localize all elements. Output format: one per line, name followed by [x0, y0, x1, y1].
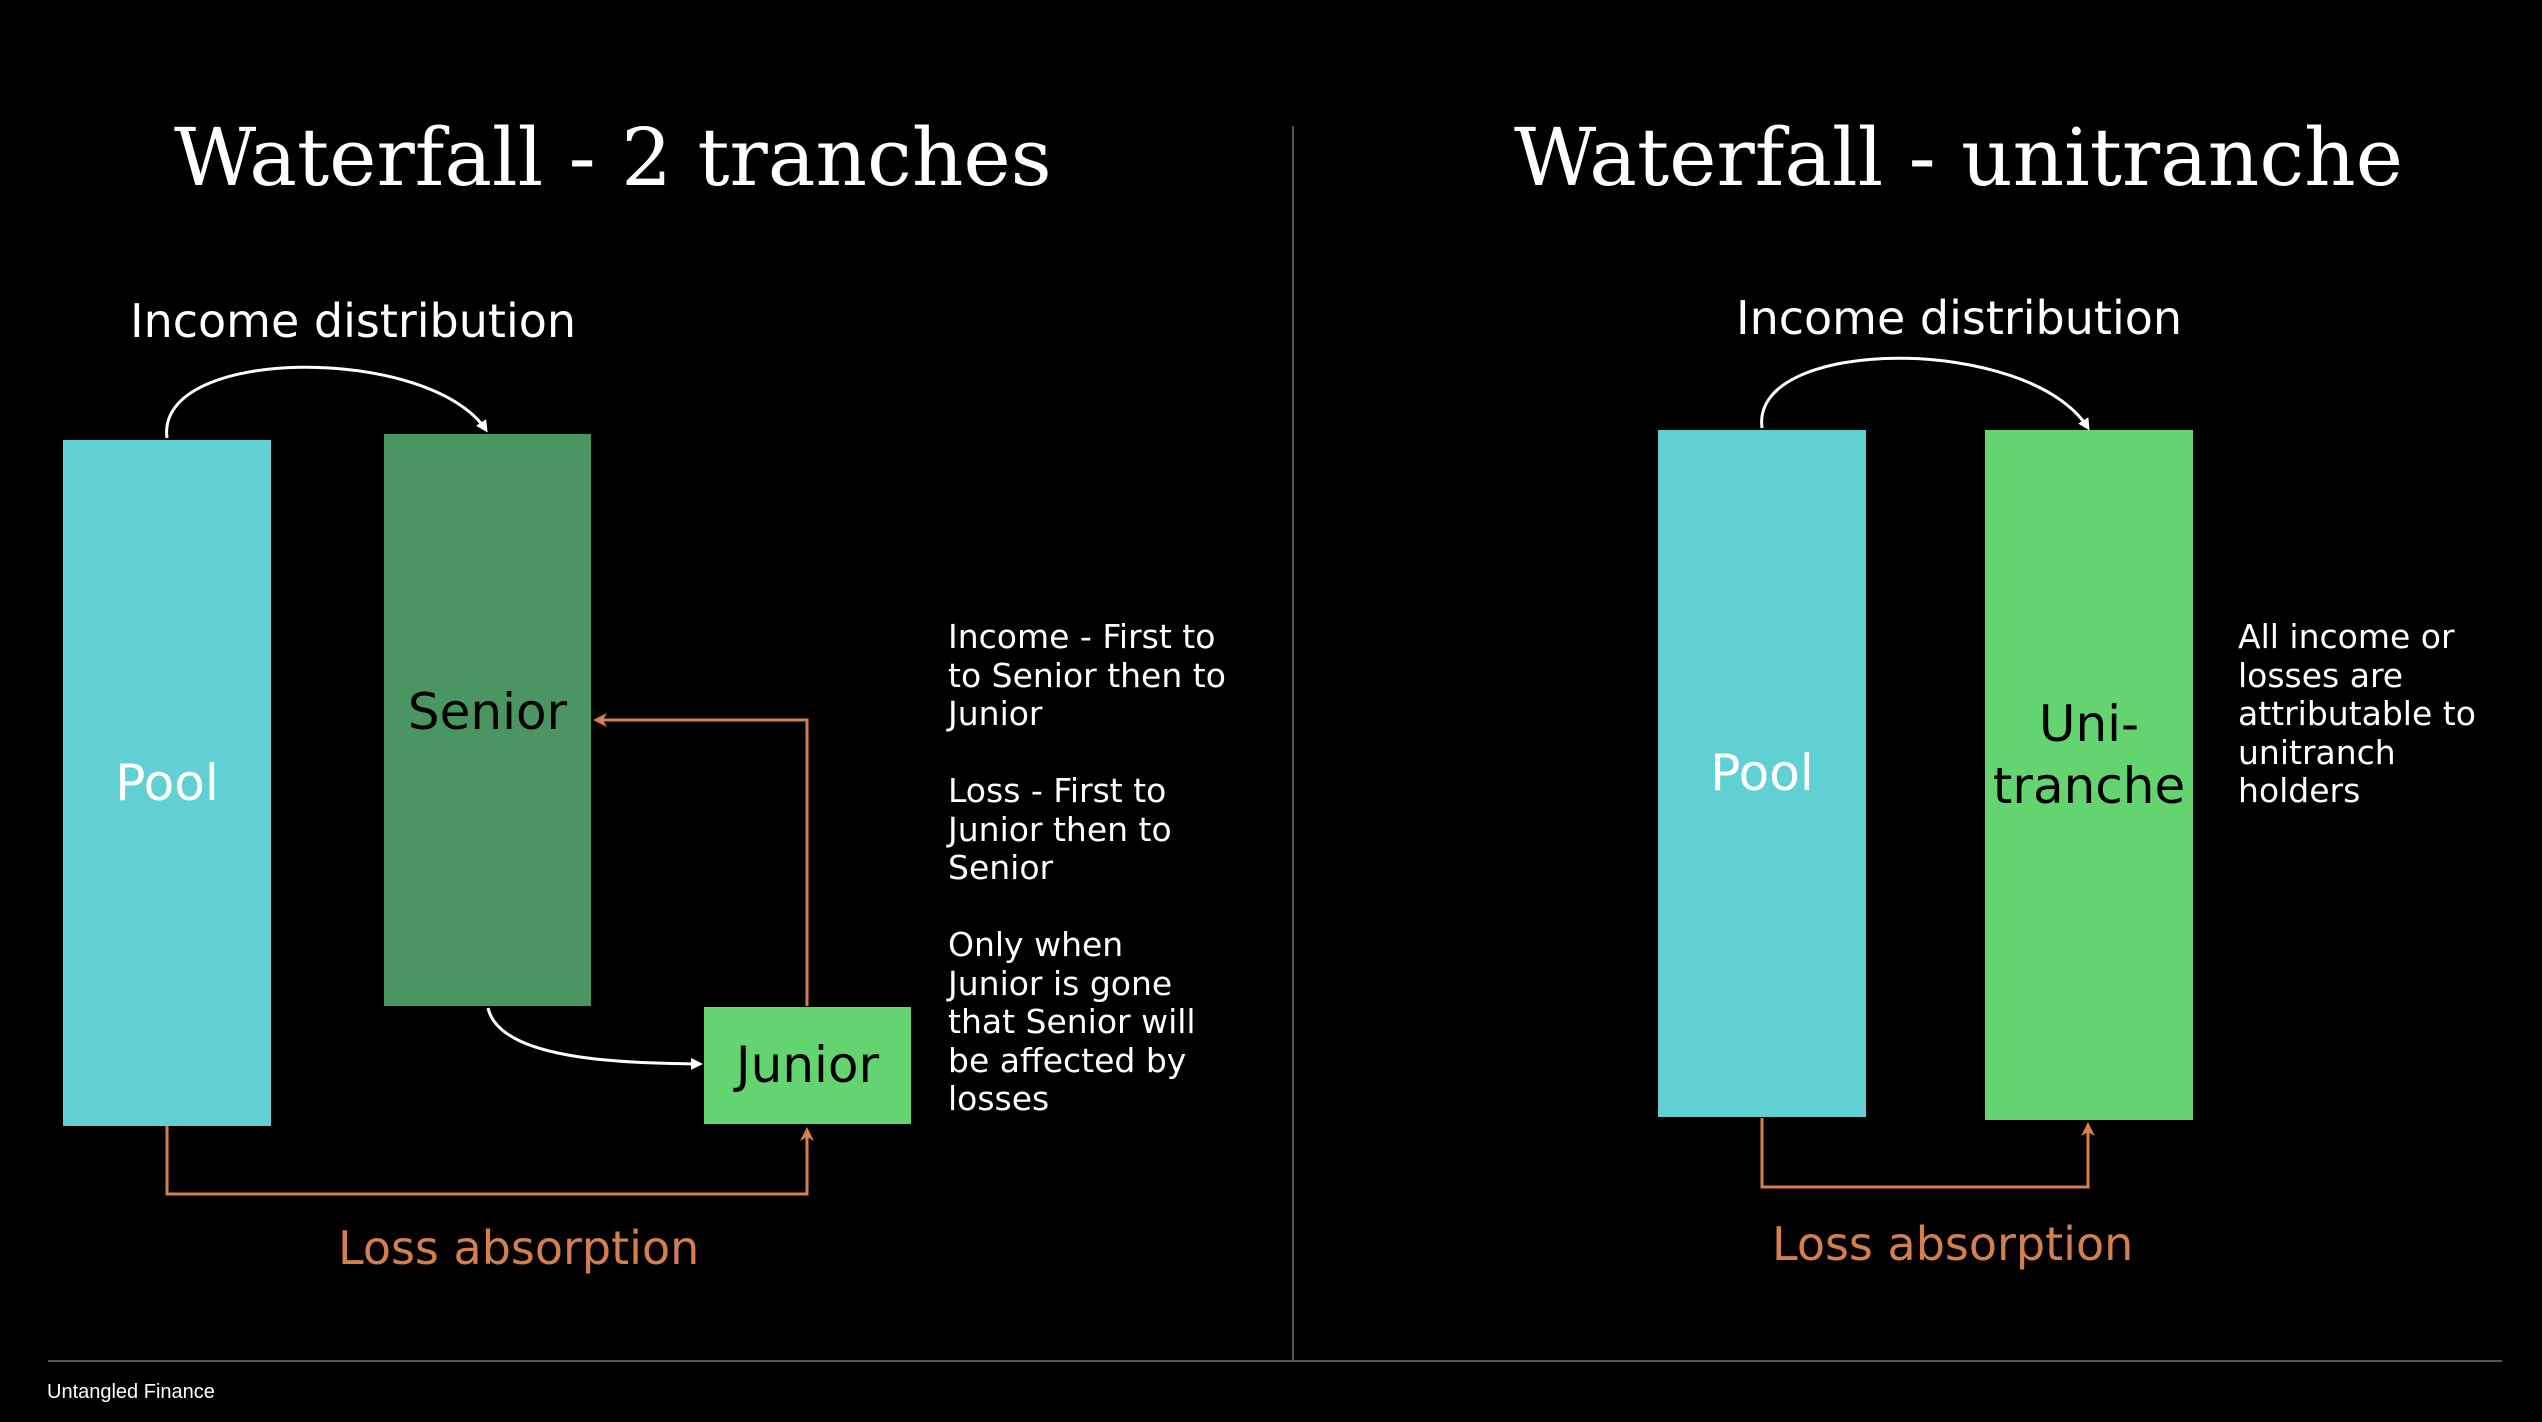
left-income-arrow: [165, 365, 488, 439]
left-title: Waterfall - 2 tranches: [174, 111, 1052, 204]
footer-divider: [48, 1360, 2502, 1362]
right-pool-box: Pool: [1658, 430, 1866, 1117]
senior-to-junior-arrow: [486, 1007, 703, 1070]
right-waterfall-note: All income or losses are attributable to…: [2238, 617, 2476, 810]
junior-tranche-box: Junior: [704, 1007, 911, 1124]
unitranche-label: Uni- tranche: [1992, 694, 2186, 816]
right-pool-label: Pool: [1710, 744, 1814, 803]
senior-label: Senior: [407, 682, 568, 741]
right-income-distribution-label: Income distribution: [1736, 291, 2183, 345]
left-pool-label: Pool: [115, 753, 219, 812]
right-income-arrow: [1760, 356, 2090, 431]
left-waterfall-note: Income - First to to Senior then to Juni…: [948, 617, 1226, 1118]
left-pool-box: Pool: [63, 440, 271, 1126]
vertical-divider: [1292, 126, 1294, 1362]
right-loss-absorption-label: Loss absorption: [1772, 1217, 2134, 1271]
junior-label: Junior: [735, 1036, 880, 1095]
unitranche-box: Uni- tranche: [1985, 430, 2193, 1120]
junior-to-senior-loss-arrow: [593, 713, 809, 1006]
right-loss-absorption-arrow: [1760, 1118, 2095, 1189]
left-income-distribution-label: Income distribution: [130, 294, 577, 348]
senior-tranche-box: Senior: [384, 434, 591, 1006]
left-loss-absorption-arrow: [165, 1126, 814, 1196]
footer-brand: Untangled Finance: [47, 1381, 215, 1403]
left-loss-absorption-label: Loss absorption: [338, 1221, 700, 1275]
right-title: Waterfall - unitranche: [1514, 111, 2403, 204]
